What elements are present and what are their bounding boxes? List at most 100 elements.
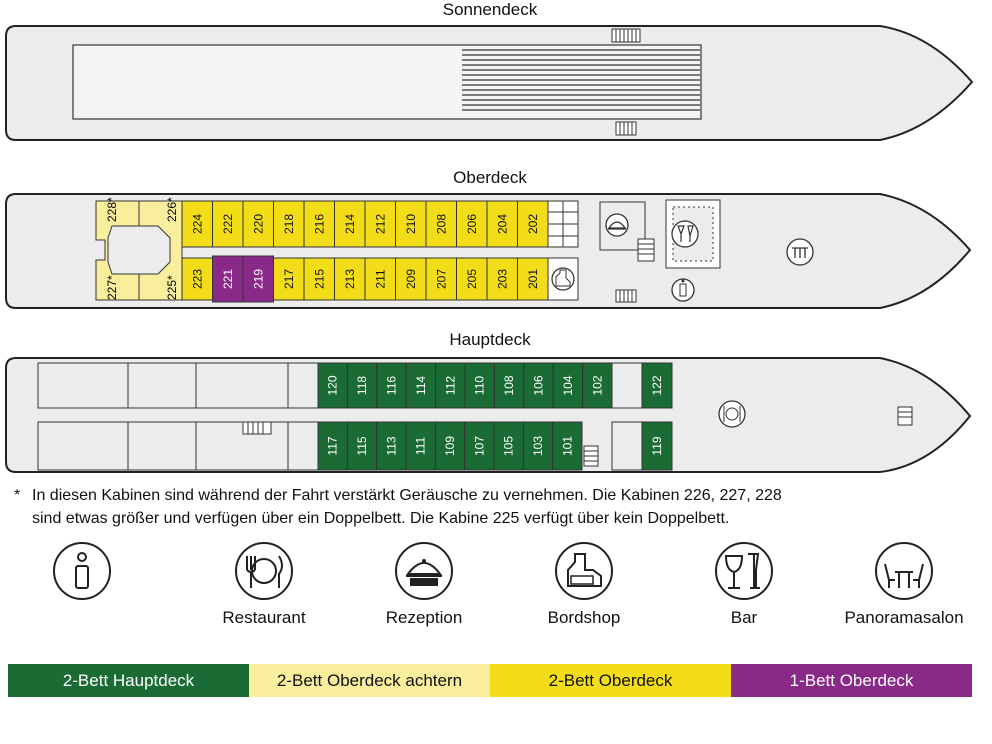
cabin-215 xyxy=(303,257,335,301)
footnote-line-2: sind etwas größer und verfügen über ein … xyxy=(32,510,730,527)
cabin-number: 212 xyxy=(373,214,387,234)
cabin-119 xyxy=(641,421,673,471)
stairs-icon xyxy=(583,445,599,467)
legend-2bett-oberdeck: 2-Bett Oberdeck xyxy=(490,664,731,697)
cabin-218 xyxy=(273,200,305,248)
cabin-217 xyxy=(273,257,305,301)
cabin-number: 204 xyxy=(495,214,509,234)
cabin-number: 222 xyxy=(221,214,235,234)
stairs-icon xyxy=(611,28,641,43)
cabin-number: 120 xyxy=(326,375,340,395)
cabin-number: 103 xyxy=(531,436,545,456)
sonnendeck-title: Sonnendeck xyxy=(442,0,538,19)
cabin-112 xyxy=(435,362,466,409)
sonnendeck-plan xyxy=(5,25,974,141)
bar-icon xyxy=(671,220,699,248)
stairs-icon xyxy=(637,238,655,262)
cabin-number: 116 xyxy=(385,376,399,395)
cabin-number: 122 xyxy=(650,375,664,395)
cabin-number: 111 xyxy=(414,437,428,456)
cabin-102 xyxy=(582,362,613,409)
cabin-208 xyxy=(425,200,457,248)
legend-restaurant: Restaurant xyxy=(204,540,324,628)
sundeck-area xyxy=(72,44,702,120)
cabin-number: 201 xyxy=(526,269,540,289)
cabin-211 xyxy=(364,257,396,301)
cabin-number: 114 xyxy=(414,376,428,395)
label-panoramasalon: Panoramasalon xyxy=(844,608,964,627)
cabin-105 xyxy=(493,421,524,471)
cabin-113 xyxy=(376,421,407,471)
stairs-icon xyxy=(615,121,637,136)
cabin-226: 226* xyxy=(165,197,179,222)
cabin-category-legend: 2-Bett Hauptdeck 2-Bett Oberdeck achtern… xyxy=(8,664,972,697)
cabin-number: 113 xyxy=(384,436,398,455)
cabin-216 xyxy=(303,200,335,248)
cabin-number: 224 xyxy=(190,214,204,234)
cabin-number: 104 xyxy=(561,375,575,395)
oberdeck-title: Oberdeck xyxy=(453,168,527,187)
legend-2bett-oberdeck-achtern: 2-Bett Oberdeck achtern xyxy=(249,664,490,697)
hauptdeck-title: Hauptdeck xyxy=(449,330,531,349)
cabin-214 xyxy=(334,200,366,248)
cabin-117 xyxy=(317,421,348,471)
cabin-number: 207 xyxy=(434,269,448,289)
cabin-101 xyxy=(552,421,583,471)
cabin-212 xyxy=(364,200,396,248)
cabin-number: 213 xyxy=(343,269,357,289)
bar-icon xyxy=(715,542,773,600)
cabin-206 xyxy=(456,200,488,248)
cabin-104 xyxy=(552,362,584,409)
legend-1bett-oberdeck: 1-Bett Oberdeck xyxy=(731,664,972,697)
cabin-210 xyxy=(395,200,427,248)
restaurant-icon xyxy=(718,400,746,428)
cabin-122 xyxy=(641,362,673,409)
cabin-108 xyxy=(493,362,525,409)
info-icon xyxy=(671,278,695,302)
cabin-number: 203 xyxy=(495,269,509,289)
cabin-107 xyxy=(464,421,495,471)
cabin-number: 219 xyxy=(251,269,265,289)
legend-info xyxy=(22,540,142,608)
cabin-number: 101 xyxy=(560,436,574,456)
achtern-corridor xyxy=(107,225,171,275)
cabin-number: 217 xyxy=(282,269,296,289)
cabin-203 xyxy=(486,257,518,301)
cabin-number: 208 xyxy=(434,214,448,234)
legend-rezeption: Rezeption xyxy=(364,540,484,628)
cabin-110 xyxy=(464,362,495,409)
cabin-number: 102 xyxy=(590,375,604,395)
panoramasalon-icon xyxy=(875,542,933,600)
cabin-224 xyxy=(181,200,213,248)
cabin-225: 225* xyxy=(165,275,179,300)
cabin-220 xyxy=(242,200,274,248)
panoramasalon-icon xyxy=(786,238,814,266)
cabin-228: 228* xyxy=(105,197,119,222)
cabin-227: 227* xyxy=(105,275,119,300)
cabin-number: 117 xyxy=(326,436,340,455)
cabin-204 xyxy=(486,200,518,248)
cabin-number: 108 xyxy=(502,375,516,395)
cabin-number: 202 xyxy=(526,214,540,234)
cabin-number: 112 xyxy=(443,376,457,395)
cabin-number: 106 xyxy=(532,375,546,395)
cabin-number: 223 xyxy=(190,269,204,289)
cabin-219 xyxy=(242,255,274,303)
info-icon xyxy=(53,542,111,600)
icon-legend: Restaurant Rezeption Bordshop Bar Panora… xyxy=(0,540,992,630)
cabin-number: 221 xyxy=(221,269,235,289)
footnote-line-1: In diesen Kabinen sind während der Fahrt… xyxy=(32,487,782,504)
stairs-icon xyxy=(897,406,913,426)
cabin-111 xyxy=(405,421,436,471)
cabin-number: 119 xyxy=(650,436,664,455)
cabin-103 xyxy=(522,421,554,471)
cabin-number: 115 xyxy=(355,436,369,455)
stairs-icon xyxy=(242,421,272,435)
cabin-109 xyxy=(434,421,466,471)
